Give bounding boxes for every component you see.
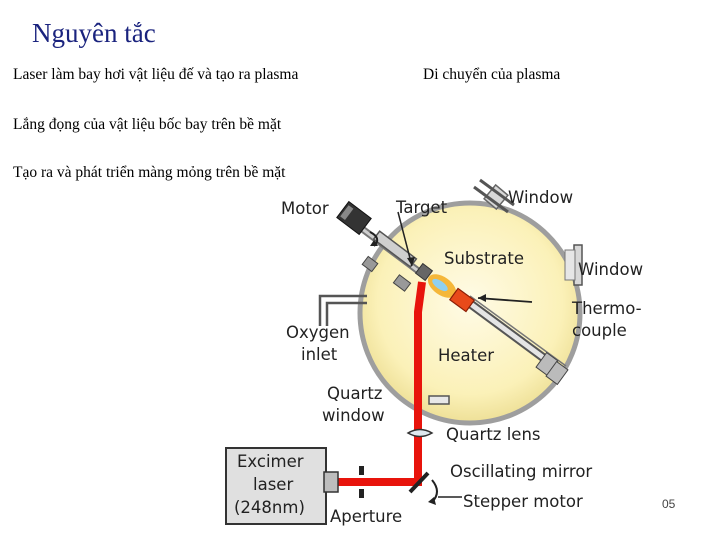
vacuum-chamber <box>357 200 583 426</box>
label-motor: Motor <box>281 199 329 218</box>
quartz-lens <box>406 428 434 438</box>
heater <box>448 287 476 313</box>
excimer-laser-box <box>225 447 327 525</box>
label-excimer-line3: (248nm) <box>234 498 305 517</box>
slide-title: Nguyên tắc <box>32 18 156 48</box>
label-substrate: Substrate <box>444 249 524 268</box>
label-excimer-line1: Excimer <box>237 452 304 471</box>
principle-line-3: Lắng đọng của vật liệu bốc bay trên bề m… <box>13 116 282 133</box>
thermocouple-pointer <box>477 297 533 303</box>
label-quartz-lens: Quartz lens <box>446 425 541 444</box>
rotation-arrowhead-icon <box>370 240 378 246</box>
label-quartz-window-line2: window <box>322 406 385 425</box>
principle-line-2: Di chuyển của plasma <box>423 66 561 83</box>
label-oxygen-line1: Oxygen <box>286 323 350 342</box>
principle-line-1: Laser làm bay hơi vật liệu đế và tạo ra … <box>13 66 299 83</box>
page-number: 05 <box>662 497 676 511</box>
label-thermocouple-line2: couple <box>572 321 627 340</box>
label-excimer-line2: laser <box>253 475 293 494</box>
label-target: Target <box>395 198 448 217</box>
label-window-right: Window <box>578 260 643 279</box>
label-window-top: Window <box>508 188 573 207</box>
target-pointer <box>397 211 413 267</box>
label-stepper-motor: Stepper motor <box>463 492 583 511</box>
oxygen-inlet-pipe <box>318 294 367 326</box>
top-window-port <box>473 178 515 214</box>
motor <box>336 200 372 236</box>
quartz-window <box>428 395 450 405</box>
right-window-port <box>564 244 583 286</box>
laser-output-port <box>323 471 339 493</box>
label-oxygen-line2: inlet <box>301 345 338 364</box>
plasma-plume-core <box>432 278 448 292</box>
label-heater: Heater <box>438 346 494 365</box>
label-aperture: Aperture <box>330 507 402 526</box>
heater-assembly <box>448 287 569 386</box>
label-thermocouple-line1: Thermo- <box>571 299 642 318</box>
target-holder <box>350 219 434 292</box>
label-quartz-window-line1: Quartz <box>327 384 382 403</box>
laser-beam <box>338 281 426 486</box>
label-oscillating-mirror: Oscillating mirror <box>450 462 592 481</box>
aperture <box>359 466 364 498</box>
principle-line-4: Tạo ra và phát triển màng mỏng trên bề m… <box>13 164 286 181</box>
oscillating-mirror <box>408 471 430 494</box>
